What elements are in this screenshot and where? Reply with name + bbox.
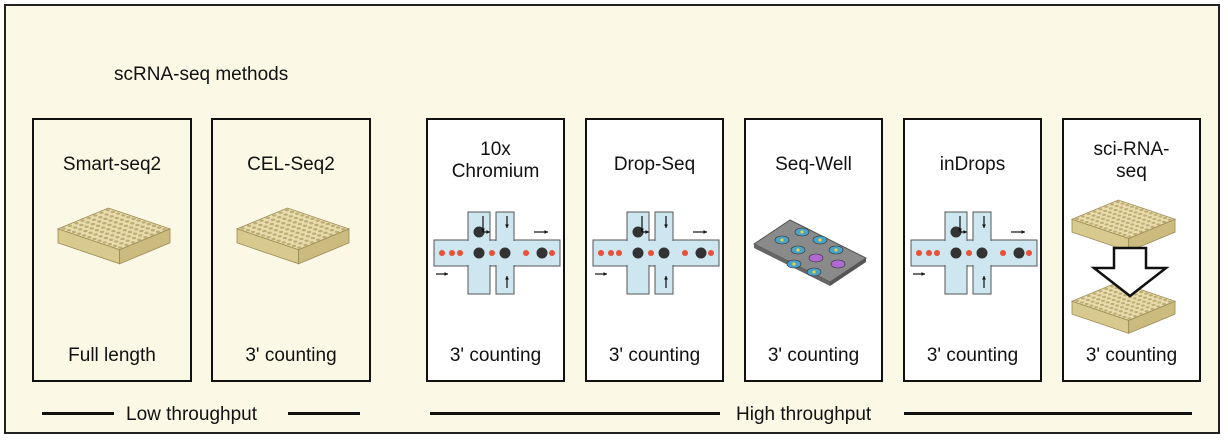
figure-frame: scRNA-seq methods Smart-seq2 Full length… xyxy=(4,4,1220,434)
low-throughput-rule-right xyxy=(288,412,360,415)
method-name: sci-RNA-seq xyxy=(1093,139,1170,182)
microfluidic-icon xyxy=(433,211,561,295)
method-detail: 3' counting xyxy=(1085,345,1178,366)
combinatorial-plates-icon xyxy=(1070,199,1177,334)
method-card-sci-rna-seq: sci-RNA-seq 3' counting xyxy=(1062,118,1201,382)
method-name: Drop-Seq xyxy=(613,154,696,175)
method-card-drop-seq: Drop-Seq 3' counting xyxy=(585,118,724,382)
method-detail: 3' counting xyxy=(449,345,542,366)
plate-icon xyxy=(235,207,351,265)
method-detail: 3' counting xyxy=(926,345,1019,366)
low-throughput-rule-left xyxy=(42,412,114,415)
method-detail: 3' counting xyxy=(245,345,337,366)
arrow-down-icon xyxy=(1090,246,1170,298)
microfluidic-icon xyxy=(592,211,720,295)
method-card-smart-seq2: Smart-seq2 Full length xyxy=(32,118,192,382)
high-throughput-rule-right xyxy=(904,412,1192,415)
method-card-indrops: inDrops 3' counting xyxy=(903,118,1042,382)
figure-title: scRNA-seq methods xyxy=(114,64,289,85)
method-name: Smart-seq2 xyxy=(62,154,162,175)
method-detail: 3' counting xyxy=(767,345,860,366)
method-name: inDrops xyxy=(939,154,1006,175)
high-throughput-rule-left xyxy=(430,412,720,415)
high-throughput-label: High throughput xyxy=(726,404,882,426)
well-array-icon xyxy=(753,219,867,286)
low-throughput-label: Low throughput xyxy=(116,404,267,426)
method-name: Seq-Well xyxy=(775,154,852,175)
method-name: CEL-Seq2 xyxy=(247,154,335,175)
plate-icon xyxy=(56,207,172,265)
method-detail: 3' counting xyxy=(608,345,701,366)
method-detail: Full length xyxy=(68,345,156,366)
method-card-cel-seq2: CEL-Seq2 3' counting xyxy=(211,118,371,382)
microfluidic-icon xyxy=(910,211,1038,295)
method-card-seq-well: Seq-Well xyxy=(744,118,883,382)
